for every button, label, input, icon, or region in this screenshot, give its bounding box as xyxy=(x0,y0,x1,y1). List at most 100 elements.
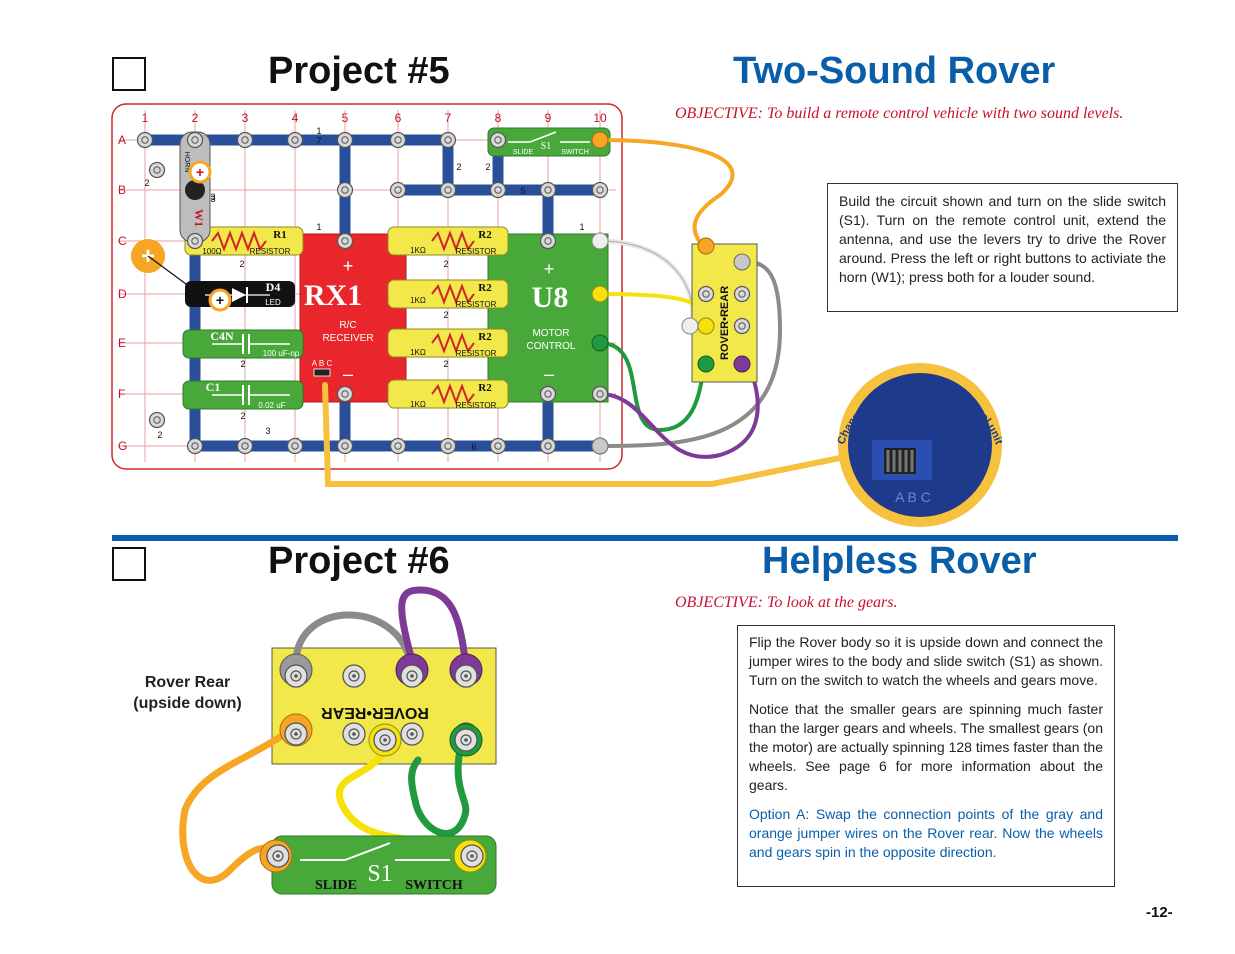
rx1-minus: – xyxy=(343,364,353,384)
rx1-label: RX1 xyxy=(304,279,362,312)
u8-desc1: MOTOR xyxy=(532,328,569,339)
r2-value: 1KΩ xyxy=(410,246,426,255)
section-divider xyxy=(112,535,1178,541)
project6-instructions-box: Flip the Rover body so it is upside down… xyxy=(737,625,1115,887)
project6-checkbox[interactable] xyxy=(112,547,146,581)
r2-type: RESISTOR xyxy=(456,401,497,410)
horn-plus-text: + xyxy=(196,164,204,180)
channel-switch xyxy=(313,368,331,377)
wire-number: 2 xyxy=(443,359,448,369)
s1-label: S1 xyxy=(541,141,552,152)
wire-number: 1 xyxy=(316,222,321,232)
inset-letters: A B C xyxy=(895,489,931,505)
row-label: C xyxy=(118,234,127,248)
wire-number: 6 xyxy=(471,442,476,452)
d4-type: LED xyxy=(265,298,281,307)
horn-type: HORN xyxy=(183,152,190,173)
wire-number: 3 xyxy=(265,426,270,436)
column-label: 1 xyxy=(142,111,149,125)
r1-type: RESISTOR xyxy=(250,247,291,256)
wire-number: 1 xyxy=(579,222,584,232)
wire-number: 5 xyxy=(520,186,525,196)
r2-label: R2 xyxy=(478,229,492,241)
caption-line2: (upside down) xyxy=(133,695,242,712)
project5-instructions-box: Build the circuit shown and turn on the … xyxy=(827,183,1178,312)
u8-label: U8 xyxy=(532,281,569,314)
r2-label: R2 xyxy=(478,382,492,394)
column-label: 2 xyxy=(192,111,199,125)
row-label: D xyxy=(118,287,127,301)
column-label: 5 xyxy=(342,111,349,125)
rx1-desc1: R/C xyxy=(339,320,356,331)
row-label: A xyxy=(118,133,126,147)
u8-motor-control xyxy=(487,233,609,403)
c1-value: 0.02 uF xyxy=(258,401,285,410)
row-label: G xyxy=(118,439,127,453)
u8-plus: + xyxy=(544,259,555,279)
wire-number: 7 xyxy=(316,136,321,146)
r2-type: RESISTOR xyxy=(456,300,497,309)
project6-option-a: Option A: Swap the connection points of … xyxy=(749,806,1103,860)
column-label: 4 xyxy=(292,111,299,125)
wire-number: 3 xyxy=(210,192,215,202)
r1-label: R1 xyxy=(273,229,286,241)
project5-checkbox[interactable] xyxy=(112,57,146,91)
wire-number: 2 xyxy=(240,359,245,369)
caption-line1: Rover Rear xyxy=(144,674,231,691)
led-plus-marker xyxy=(208,288,232,312)
r2-value: 1KΩ xyxy=(410,400,426,409)
wire-number: 2 xyxy=(144,178,149,188)
rover-rear-small-label: ROVER•REAR xyxy=(719,286,731,360)
wire-number: 2 xyxy=(456,162,461,172)
column-label: 8 xyxy=(495,111,502,125)
s1-large-right: SWITCH xyxy=(405,878,463,893)
project6-objective: OBJECTIVE: To look at the gears. xyxy=(675,594,898,611)
wire-number: 2 xyxy=(443,259,448,269)
rx1-plus: + xyxy=(343,256,354,276)
row-label: B xyxy=(118,183,126,197)
u8-minus: – xyxy=(544,364,554,384)
rover-rear-caption: Rover Rear (upside down) xyxy=(115,672,260,714)
wire-number: 2 xyxy=(485,162,490,172)
project5-instructions: Build the circuit shown and turn on the … xyxy=(839,193,1166,285)
s1-left: SLIDE xyxy=(513,149,534,156)
s1-right: SWITCH xyxy=(561,149,589,156)
c4-label: C4N xyxy=(210,329,234,343)
s1-large-label: S1 xyxy=(367,861,392,887)
project6-title: Helpless Rover xyxy=(762,540,1037,582)
led-plus-text: + xyxy=(216,292,224,308)
project5-number: Project #5 xyxy=(268,50,450,92)
rx1-abc: A B C xyxy=(312,359,333,368)
column-label: 3 xyxy=(242,111,249,125)
project5-objective: OBJECTIVE: To build a remote control veh… xyxy=(675,105,1124,122)
r2-type: RESISTOR xyxy=(456,349,497,358)
s1-large-left: SLIDE xyxy=(315,878,357,893)
horn-label: W1 xyxy=(192,209,206,227)
r2-label: R2 xyxy=(478,282,492,294)
r1-value: 100Ω xyxy=(202,247,221,256)
wire-number: 3 xyxy=(210,194,215,204)
r2-label: R2 xyxy=(478,331,492,343)
project6-para1: Flip the Rover body so it is upside down… xyxy=(749,634,1103,688)
column-label: 9 xyxy=(545,111,552,125)
page-number: -12- xyxy=(1146,904,1173,921)
column-label: 6 xyxy=(395,111,402,125)
column-label: 10 xyxy=(593,111,607,125)
wire-number: 2 xyxy=(240,411,245,421)
c1-label: C1 xyxy=(206,380,221,394)
project6-para2: Notice that the smaller gears are spinni… xyxy=(749,701,1103,793)
r2-type: RESISTOR xyxy=(456,247,497,256)
c4-value: 100 uF-np xyxy=(263,349,300,358)
d4-label: D4 xyxy=(266,280,281,294)
wire-number: 2 xyxy=(157,430,162,440)
row-label: E xyxy=(118,336,126,350)
project6-number: Project #6 xyxy=(268,540,450,582)
u8-desc2: CONTROL xyxy=(527,341,576,352)
wire-number: 1 xyxy=(316,126,321,136)
r2-value: 1KΩ xyxy=(410,296,426,305)
wire-number: 2 xyxy=(443,310,448,320)
rx1-desc2: RECEIVER xyxy=(322,333,373,344)
rover-rear-label: ROVER•REAR xyxy=(321,704,429,721)
